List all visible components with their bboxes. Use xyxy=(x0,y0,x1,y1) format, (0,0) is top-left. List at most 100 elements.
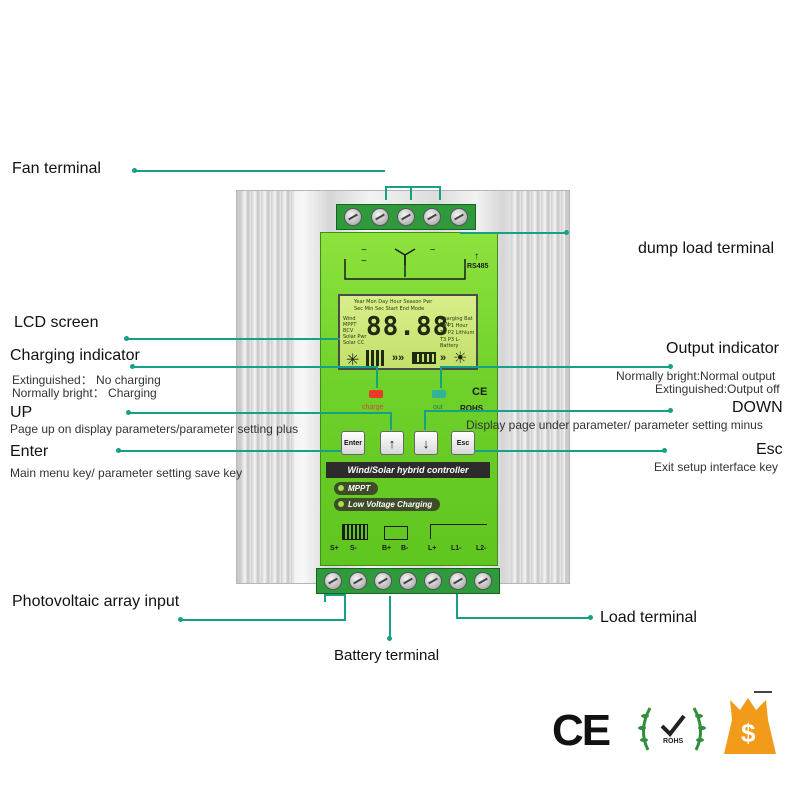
output-indicator-label: Output indicator xyxy=(666,340,779,357)
front-panel: ~ ~ ~ RS485 ↑ xyxy=(320,232,498,566)
lcd-left-label: Solar CC xyxy=(343,340,365,346)
screw xyxy=(449,208,468,226)
screw xyxy=(474,572,493,590)
battery-terminal-label: Battery terminal xyxy=(334,647,440,664)
leader-line xyxy=(135,170,385,172)
lcd-left-label: MPPT xyxy=(343,322,357,328)
leader-line xyxy=(119,450,341,452)
charging-extinguished-text: Extinguished： No charging xyxy=(12,373,161,387)
charge-led-label: charge xyxy=(362,404,384,411)
leader-line xyxy=(133,366,377,368)
load-terminal-label: Load terminal xyxy=(600,609,697,626)
coin-bag-logo xyxy=(724,691,776,754)
esc-description: Exit setup interface key xyxy=(654,460,779,474)
leader-dot xyxy=(668,408,673,413)
up-description: Page up on display parameters/parameter … xyxy=(10,422,299,436)
leader-dot xyxy=(132,168,137,173)
lcd-screen-label: LCD screen xyxy=(14,314,99,331)
leader-dot xyxy=(387,636,392,641)
leader-dot xyxy=(126,410,131,415)
lcd-right-label: T1 P1 Hour xyxy=(440,323,468,329)
leader-line xyxy=(410,186,412,200)
dollar-icon: $ xyxy=(741,718,756,748)
arrows-icon: »» xyxy=(392,352,405,364)
term-s-minus: S- xyxy=(350,545,357,552)
leader-dot xyxy=(662,448,667,453)
lcd-right-label: T2 P2 Lithium xyxy=(440,330,475,336)
leader-line xyxy=(389,596,391,638)
pv-input-label: Photovoltaic array input xyxy=(12,593,180,610)
term-l2: L2- xyxy=(476,545,487,552)
down-label: DOWN xyxy=(732,399,783,416)
term-b-plus: B+ xyxy=(382,545,392,552)
enter-label: Enter xyxy=(10,443,49,460)
charging-indicator-label: Charging indicator xyxy=(10,347,140,364)
leader-line xyxy=(424,410,671,412)
bulb-icon: ☀ xyxy=(453,350,468,367)
solar-input-icon xyxy=(342,524,368,540)
enter-description: Main menu key/ parameter setting save ke… xyxy=(10,466,243,480)
heatsink-fins-right xyxy=(511,191,565,583)
heatsink-fins-left xyxy=(241,191,295,583)
leader-line xyxy=(376,366,378,388)
term-s-plus: S+ xyxy=(330,545,339,552)
leader-dot xyxy=(124,336,129,341)
leader-line xyxy=(344,594,346,621)
leader-dot xyxy=(130,364,135,369)
charging-bright-text: Normally bright： Charging xyxy=(12,386,157,400)
rs485-arrow-icon: ↑ xyxy=(474,251,479,262)
screw xyxy=(373,572,392,590)
solar-panel-icon xyxy=(366,350,386,366)
screw xyxy=(424,572,443,590)
leader-dot xyxy=(668,364,673,369)
output-extinguished-text: Extinguished:Output off xyxy=(655,382,780,396)
ce-mark-panel: CE xyxy=(472,386,488,398)
battery-terminal-icon xyxy=(384,526,408,540)
lvc-pill: Low Voltage Charging xyxy=(334,498,441,511)
leader-dot xyxy=(588,615,593,620)
term-l-plus: L+ xyxy=(428,545,437,552)
esc-button[interactable]: Esc xyxy=(451,431,475,455)
leader-line xyxy=(440,366,670,368)
mppt-pill: MPPT xyxy=(334,482,379,495)
leader-line xyxy=(390,412,392,430)
out-led-label: out xyxy=(433,404,443,411)
fan-icon: ✳ xyxy=(346,352,360,369)
leader-line xyxy=(127,338,340,340)
top-terminal-block xyxy=(336,204,476,230)
lcd-digits: 88.88 xyxy=(366,312,450,342)
down-description: Display page under parameter/ parameter … xyxy=(466,418,763,432)
leader-line xyxy=(181,619,346,621)
leader-line xyxy=(424,410,426,430)
down-button[interactable]: ↓ xyxy=(414,431,438,455)
leader-line xyxy=(439,186,441,200)
up-button[interactable]: ↑ xyxy=(380,431,404,455)
charge-led xyxy=(369,390,383,398)
out-led xyxy=(432,390,446,398)
lcd-screen: Year Mon Day Hour Season Pwr Sec Min Sec… xyxy=(338,294,478,370)
arrows-icon: » xyxy=(440,352,447,364)
wind-turbine-diagram xyxy=(344,248,466,280)
leader-line xyxy=(385,186,387,200)
esc-label: Esc xyxy=(756,441,783,458)
screw xyxy=(370,208,389,226)
screw xyxy=(449,572,468,590)
leader-dot xyxy=(564,230,569,235)
screw xyxy=(423,208,442,226)
screw xyxy=(323,572,342,590)
dump-load-terminal-label: dump load terminal xyxy=(638,240,775,257)
lcd-left-label: Solar Pwr xyxy=(343,334,367,340)
leader-dot xyxy=(178,617,183,622)
up-label: UP xyxy=(10,404,33,421)
rohs-logo xyxy=(638,707,706,751)
screw xyxy=(398,572,417,590)
leader-line xyxy=(324,594,346,596)
enter-button[interactable]: Enter xyxy=(341,431,365,455)
lcd-top-row-2: Sec Min Sec Start End Mode xyxy=(354,306,425,312)
lcd-right-label: T3 P3 L-Battery xyxy=(440,337,461,349)
battery-icon xyxy=(412,352,436,364)
leader-dot xyxy=(116,448,121,453)
rohs-logo-text: ROHS xyxy=(663,738,684,745)
fan-terminal-label: Fan terminal xyxy=(12,160,101,177)
